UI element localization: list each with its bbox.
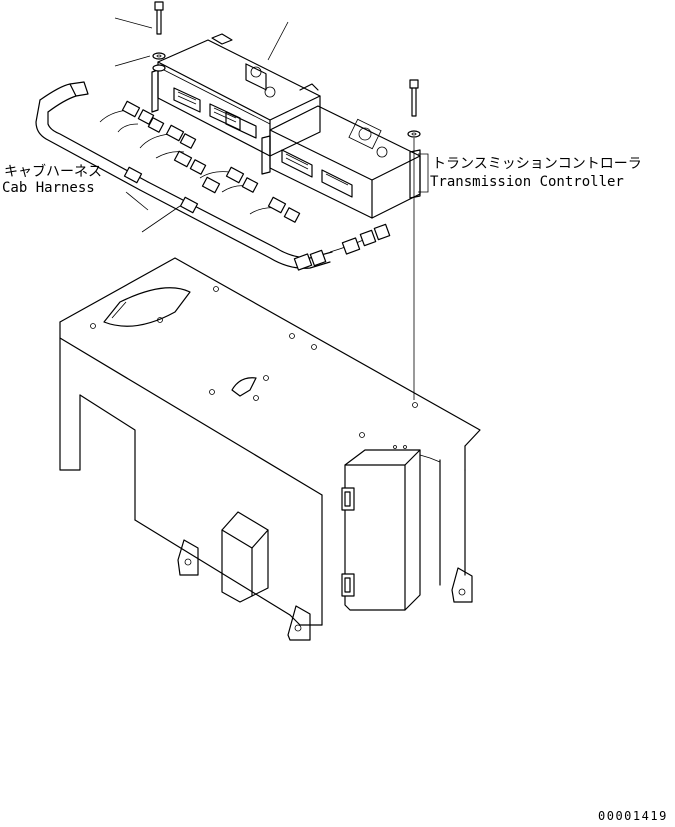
controller-label-jp: トランスミッションコントローラ [432,156,642,172]
cab-frame [59,257,481,641]
drawing-number: 00001419 [598,809,668,822]
leader-lines [114,17,429,400]
controller-label-en: Transmission Controller [430,174,624,190]
controller-right [261,105,421,219]
cab-harness [35,81,391,271]
bolt-right [407,79,421,138]
bolt-left [152,1,166,72]
cab-harness-label-en: Cab Harness [2,180,95,196]
controller-left [151,33,321,157]
cab-harness-label-jp: キャブハーネス [4,163,102,180]
